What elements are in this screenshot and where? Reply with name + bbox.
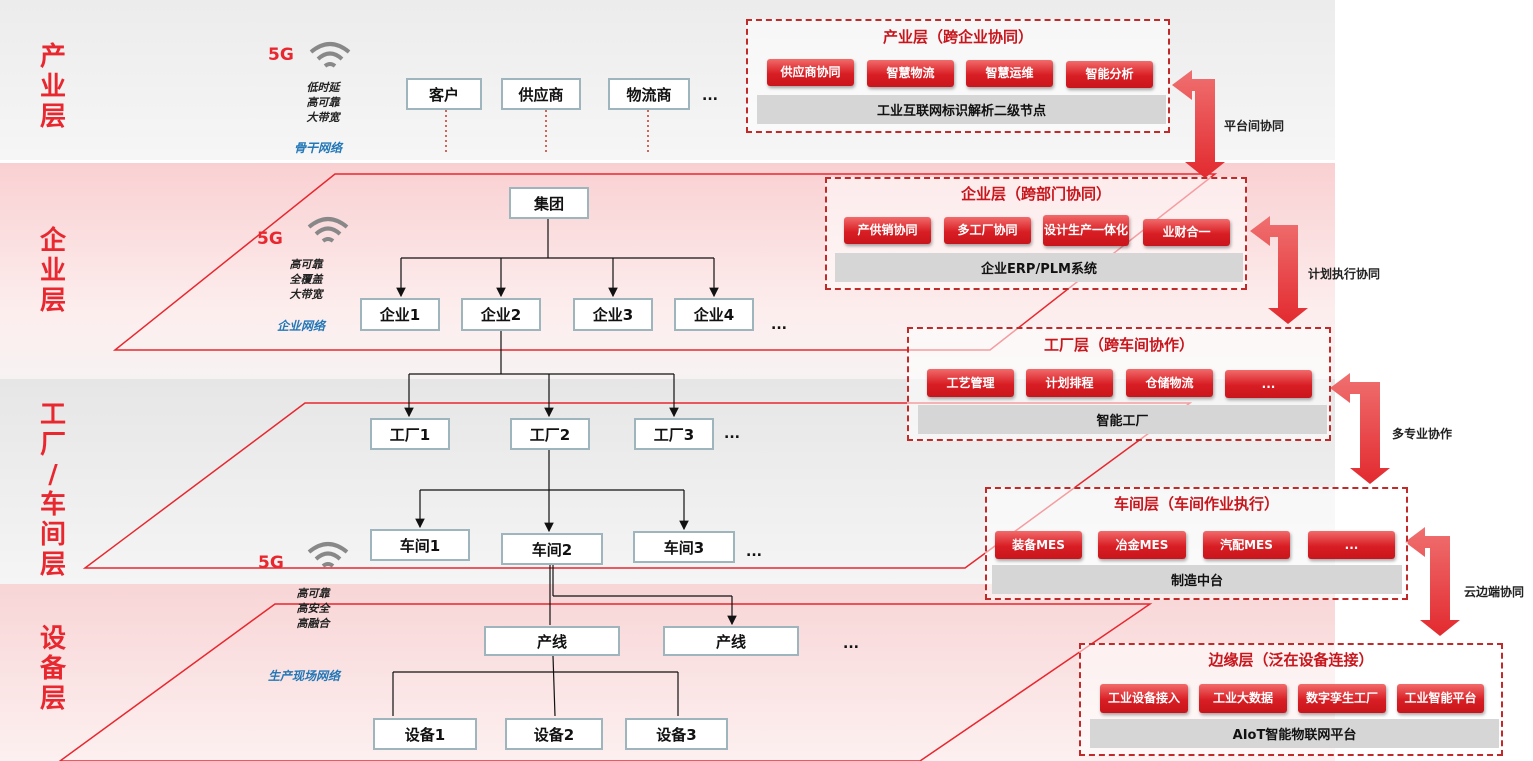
layer-title-device: 设备层: [39, 624, 66, 714]
panel-factory: 工厂层（跨车间协作） 工艺管理 计划排程 仓储物流 ... 智能工厂: [907, 327, 1331, 441]
chip: 数字孪生工厂: [1298, 684, 1386, 713]
ellipsis: ...: [746, 544, 762, 560]
plan-collab-arrow: [1250, 216, 1308, 324]
layer-title-enterprise: 企业层: [39, 226, 66, 316]
field-network-label: 生产现场网络: [268, 669, 341, 683]
wifi-icon: [309, 42, 351, 68]
ellipsis: ...: [771, 317, 787, 333]
panel-enterprise: 企业层（跨部门协同） 产供销协同 多工厂协同 设计生产一体化 业财合一 企业ER…: [825, 177, 1247, 290]
panel-workshop: 车间层（车间作业执行） 装备MES 冶金MES 汽配MES ... 制造中台: [985, 487, 1408, 600]
wifi-icon: [307, 217, 349, 243]
node-factory-2: 工厂2: [510, 418, 590, 450]
chip: 冶金MES: [1098, 531, 1186, 559]
chip: 汽配MES: [1203, 531, 1290, 559]
wifi-icon: [307, 542, 349, 568]
node-device-1: 设备1: [373, 718, 477, 750]
chip: 装备MES: [995, 531, 1082, 559]
chip: 智慧物流: [867, 60, 954, 87]
node-device-2: 设备2: [505, 718, 603, 750]
chip: 业财合一: [1143, 219, 1230, 246]
chip: 供应商协同: [767, 59, 854, 86]
chip: 智慧运维: [966, 60, 1053, 87]
chip: 仓储物流: [1126, 369, 1213, 397]
backbone-network-label: 骨干网络: [294, 141, 343, 155]
chip: 设计生产一体化: [1043, 215, 1129, 246]
chip: 多工厂协同: [944, 217, 1031, 244]
fiveg-label-industry: 5G: [268, 45, 294, 65]
industry-features: 低时延高可靠大带宽: [306, 81, 340, 124]
collab-label-cloud: 云边端协同: [1464, 585, 1525, 599]
node-logistics: 物流商: [608, 78, 690, 110]
panel-title: 企业层（跨部门协同）: [960, 185, 1111, 203]
platform-collab-arrow: [1172, 70, 1225, 178]
platform-bar: 企业ERP/PLM系统: [835, 253, 1243, 282]
collab-label-plan: 计划执行协同: [1308, 267, 1381, 281]
chip: 产供销协同: [844, 217, 931, 244]
layer-title-factory: 工厂/车间层: [39, 400, 66, 580]
platform-bar: 智能工厂: [918, 405, 1327, 434]
fiveg-label-enterprise: 5G: [257, 229, 283, 249]
factory-plane: [82, 402, 1193, 569]
platform-bar: AIoT智能物联网平台: [1090, 719, 1499, 748]
node-workshop-2: 车间2: [501, 533, 603, 565]
node-factory-3: 工厂3: [634, 418, 714, 450]
node-line-1: 产线: [484, 626, 620, 656]
device-plane: [58, 603, 1153, 761]
multi-collab-arrow: [1330, 373, 1390, 484]
chip: 工业大数据: [1199, 684, 1287, 713]
node-enterprise-1: 企业1: [360, 298, 440, 331]
node-customer: 客户: [406, 78, 482, 110]
node-workshop-3: 车间3: [633, 531, 735, 563]
panel-industry: 产业层（跨企业协同） 供应商协同 智慧物流 智慧运维 智能分析 工业互联网标识解…: [746, 19, 1170, 133]
chip: ...: [1308, 531, 1395, 559]
node-factory-1: 工厂1: [370, 418, 450, 450]
enterprise-features: 高可靠全覆盖大带宽: [289, 258, 323, 301]
panel-edge: 边缘层（泛在设备连接） 工业设备接入 工业大数据 数字孪生工厂 工业智能平台 A…: [1079, 643, 1503, 756]
node-enterprise-3: 企业3: [573, 298, 653, 331]
panel-title: 工厂层（跨车间协作）: [1043, 336, 1194, 354]
platform-bar: 工业互联网标识解析二级节点: [757, 95, 1166, 124]
enterprise-network-label: 企业网络: [277, 319, 326, 333]
node-line-2: 产线: [663, 626, 799, 656]
panel-title: 边缘层（泛在设备连接）: [1208, 651, 1374, 669]
node-workshop-1: 车间1: [370, 529, 470, 561]
platform-bar: 制造中台: [992, 565, 1402, 594]
node-group: 集团: [509, 187, 589, 219]
node-enterprise-2: 企业2: [461, 298, 541, 331]
device-features: 高可靠高安全高融合: [296, 587, 330, 630]
chip: 计划排程: [1026, 369, 1113, 397]
chip: 工业智能平台: [1397, 684, 1484, 713]
node-enterprise-4: 企业4: [674, 298, 754, 331]
cloud-collab-arrow: [1405, 527, 1460, 636]
panel-title: 车间层（车间作业执行）: [1113, 495, 1279, 513]
fiveg-label-device: 5G: [258, 553, 284, 573]
collab-label-multi: 多专业协作: [1392, 427, 1453, 441]
chip: ...: [1225, 370, 1312, 398]
node-device-3: 设备3: [625, 718, 728, 750]
ellipsis: ...: [843, 636, 859, 652]
panel-title: 产业层（跨企业协同）: [882, 28, 1033, 46]
ellipsis: ...: [702, 88, 718, 104]
node-supplier: 供应商: [501, 78, 581, 110]
chip: 工艺管理: [927, 369, 1014, 397]
layer-title-industry: 产业层: [39, 42, 66, 132]
collab-label-platform: 平台间协同: [1224, 119, 1285, 133]
chip: 工业设备接入: [1100, 684, 1188, 713]
chip: 智能分析: [1066, 61, 1153, 88]
ellipsis: ...: [724, 426, 740, 442]
